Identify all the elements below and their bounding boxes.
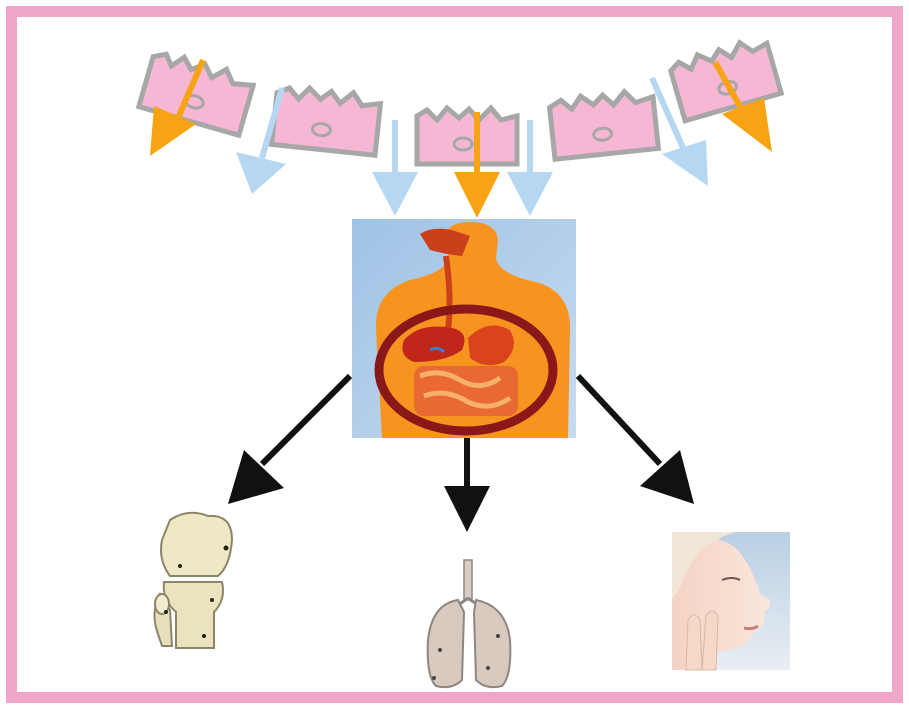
black-arrow <box>444 438 490 532</box>
epithelial-cell <box>272 85 382 156</box>
face-skin-icon <box>672 532 790 670</box>
epithelial-cell <box>417 108 517 164</box>
digestive-system-icon <box>352 219 576 438</box>
knee-joint-icon <box>154 513 232 648</box>
black-arrow <box>578 376 694 504</box>
black-arrow <box>228 376 350 504</box>
epithelial-cell <box>549 89 659 160</box>
lungs-icon <box>428 560 511 687</box>
